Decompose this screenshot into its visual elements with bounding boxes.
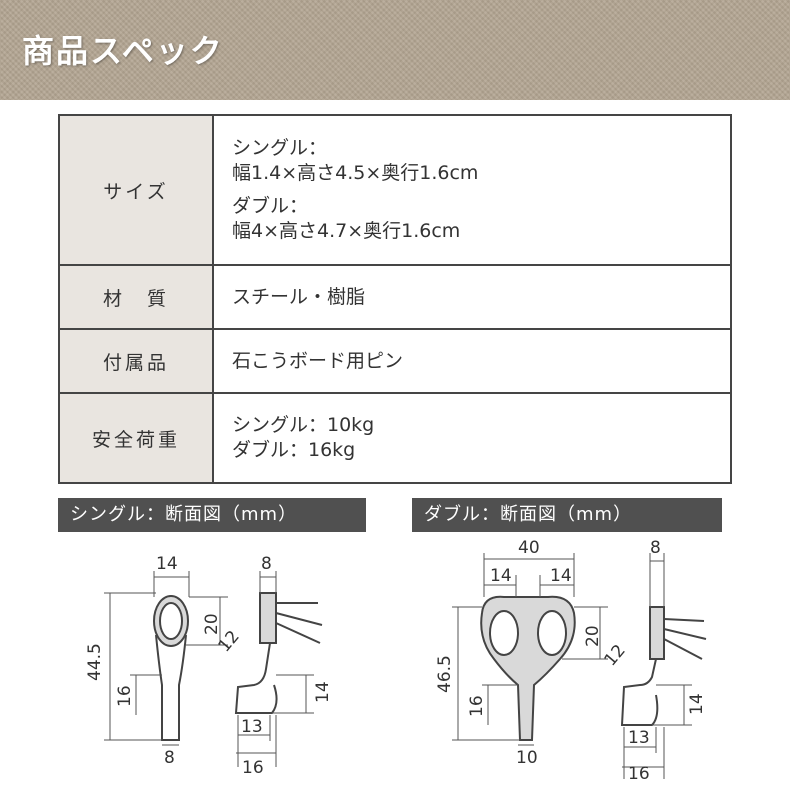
spec-row-accessory: 付属品 石こうボード用ピン bbox=[58, 328, 732, 394]
single-wall-plate bbox=[259, 592, 277, 644]
page-title: 商品スペック bbox=[22, 32, 224, 70]
double-dim-head: 20 bbox=[583, 625, 603, 647]
header-banner: 商品スペック bbox=[0, 0, 790, 100]
double-wall-plate bbox=[649, 606, 665, 660]
single-diagram-title: シングル：断面図（mm） bbox=[58, 498, 366, 532]
spec-table: サイズ シングル： 幅1.4×高さ4.5×奥行1.6cm ダブル： 幅4×高さ4… bbox=[58, 114, 732, 484]
double-pin-1 bbox=[663, 618, 705, 622]
spec-value-accessory: 石こうボード用ピン bbox=[212, 328, 732, 394]
double-pin-2 bbox=[663, 628, 707, 640]
double-dim-depth: 8 bbox=[650, 538, 661, 558]
single-hook-profile bbox=[234, 642, 278, 714]
spec-row-material: 材 質 スチール・樹脂 bbox=[58, 264, 732, 330]
single-pin-2 bbox=[275, 612, 323, 626]
single-section-diagram: 14 8 20 12 44.5 16 14 8 13 16 bbox=[85, 554, 333, 778]
single-dim-outer: 16 bbox=[242, 758, 264, 778]
single-dimension-lines bbox=[104, 571, 314, 767]
single-dim-head: 20 bbox=[202, 613, 222, 635]
double-dim-left: 14 bbox=[490, 566, 512, 586]
spec-value-size: シングル： 幅1.4×高さ4.5×奥行1.6cm ダブル： 幅4×高さ4.7×奥… bbox=[212, 114, 732, 266]
double-front-view bbox=[480, 595, 576, 741]
double-dim-stem: 10 bbox=[516, 748, 538, 768]
double-dim-outer: 16 bbox=[628, 764, 650, 784]
double-dim-lower: 16 bbox=[467, 695, 487, 717]
double-diagram-title: ダブル：断面図（mm） bbox=[412, 498, 722, 532]
double-hook-profile bbox=[620, 658, 659, 726]
spec-row-load: 安全荷重 シングル：10kg ダブル：16kg bbox=[58, 392, 732, 484]
size-double-dims: 幅4×高さ4.7×奥行1.6cm bbox=[232, 220, 461, 242]
double-dim-total-width: 40 bbox=[518, 538, 540, 558]
load-double: ダブル：16kg bbox=[232, 439, 356, 461]
single-dim-height: 44.5 bbox=[85, 643, 105, 681]
double-dim-right: 14 bbox=[550, 566, 572, 586]
single-dim-hook: 14 bbox=[313, 681, 333, 703]
spec-label-material: 材 質 bbox=[58, 264, 214, 330]
double-hole-left bbox=[489, 610, 519, 656]
spec-label-accessory: 付属品 bbox=[58, 328, 214, 394]
double-dim-height: 46.5 bbox=[435, 655, 455, 693]
load-single: シングル：10kg bbox=[232, 414, 375, 436]
single-dim-stem: 8 bbox=[164, 748, 175, 768]
double-dim-hook: 14 bbox=[687, 693, 707, 715]
double-dim-angle: 12 bbox=[601, 641, 630, 670]
single-dim-depth: 8 bbox=[261, 554, 272, 574]
single-head-hole bbox=[159, 602, 183, 640]
spec-label-load: 安全荷重 bbox=[58, 392, 214, 484]
single-dim-lower: 16 bbox=[115, 685, 135, 707]
single-stem bbox=[155, 634, 187, 741]
single-side-view bbox=[234, 592, 323, 714]
spec-value-load: シングル：10kg ダブル：16kg bbox=[212, 392, 732, 484]
double-side-view bbox=[620, 606, 707, 726]
double-pin-3 bbox=[663, 638, 703, 660]
size-single-name: シングル： bbox=[232, 137, 328, 159]
single-dim-width: 14 bbox=[156, 554, 178, 574]
spec-value-material: スチール・樹脂 bbox=[212, 264, 732, 330]
size-double-name: ダブル： bbox=[232, 195, 309, 217]
double-hole-right bbox=[537, 610, 567, 656]
single-pin-3 bbox=[275, 622, 321, 644]
single-front-view bbox=[153, 595, 189, 741]
spec-row-size: サイズ シングル： 幅1.4×高さ4.5×奥行1.6cm ダブル： 幅4×高さ4… bbox=[58, 114, 732, 266]
size-single-dims: 幅1.4×高さ4.5×奥行1.6cm bbox=[232, 162, 479, 184]
single-dim-inner: 13 bbox=[241, 717, 263, 737]
double-dimension-lines bbox=[452, 553, 692, 779]
double-dim-inner: 13 bbox=[628, 728, 650, 748]
spec-label-size: サイズ bbox=[58, 114, 214, 266]
double-section-diagram: 40 14 14 8 20 12 46.5 16 14 10 13 16 bbox=[435, 538, 707, 784]
